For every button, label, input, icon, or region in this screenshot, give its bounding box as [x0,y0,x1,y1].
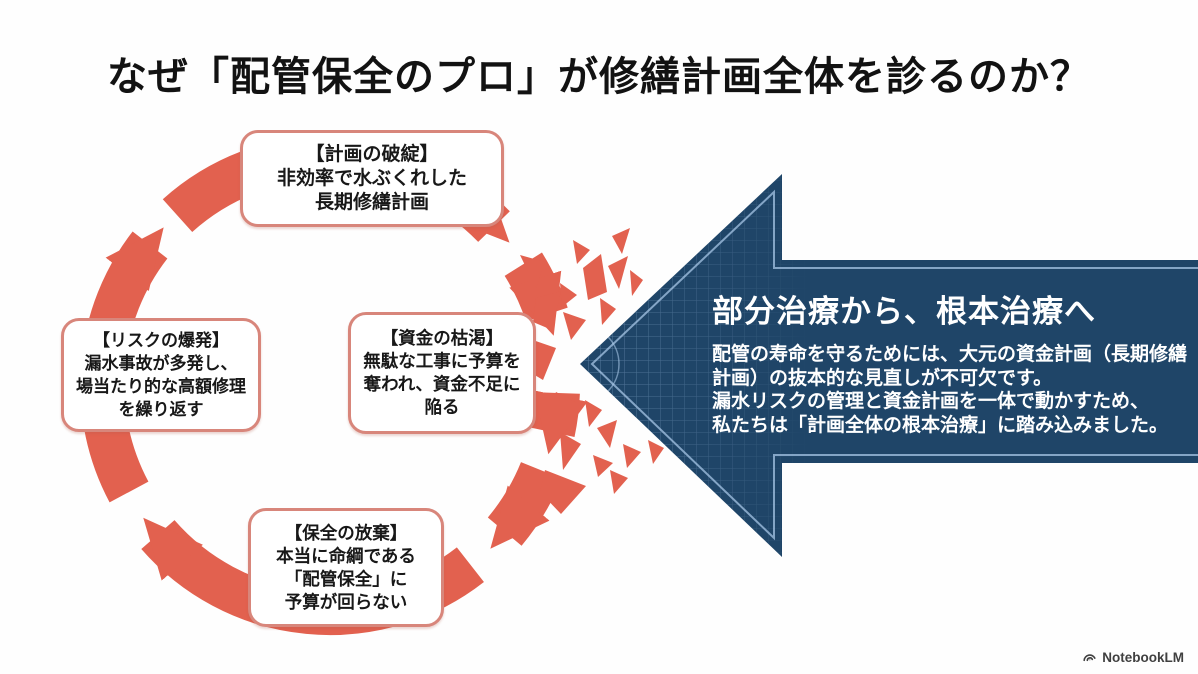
cycle-box-line: 「配管保全」に [284,568,408,589]
arrow-heading: 部分治療から、根本治療へ [712,294,1096,329]
cycle-box-line: 陥る [424,397,460,417]
notebooklm-logo-icon [1083,654,1096,662]
cycle-box-line: 本当に命綱である [276,545,416,566]
cycle-box-title: 【保全の放棄】 [284,522,408,543]
cycle-box-maintenance-abandoned: 【保全の放棄】 本当に命綱である 「配管保全」に 予算が回らない [248,508,444,627]
cycle-box-line: 奪われ、資金不足に [363,374,521,394]
cycle-box-line: 非効率で水ぶくれした [276,167,467,189]
brand-watermark: NotebookLM [1082,650,1184,665]
cycle-box-title: 【計画の破綻】 [305,143,439,165]
cycle-box-risk-explosion: 【リスクの爆発】 漏水事故が多発し、 場当たり的な高額修理 を繰り返す [61,318,261,432]
cycle-box-line: を繰り返す [118,400,204,419]
arrow-body: 配管の寿命を守るためには、大元の資金計画（長期修繕 計画）の抜本的な見直しが不可… [712,343,1192,437]
cycle-box-plan-collapse: 【計画の破綻】 非効率で水ぶくれした 長期修繕計画 [240,130,504,227]
cycle-box-fund-depletion: 【資金の枯渇】 無駄な工事に予算を 奪われ、資金不足に 陥る [348,312,536,434]
cycle-box-title: 【リスクの爆発】 [93,331,229,350]
cycle-box-line: 予算が回らない [284,591,408,612]
arrow-body-line: 漏水リスクの管理と資金計画を一体で動かすため、 [712,391,1150,412]
blueprint-arc [580,324,620,404]
arrow-body-line: 私たちは「計画全体の根本治療」に踏み込みました。 [712,414,1169,436]
arrow-body-line: 計画）の抜本的な見直しが不可欠です。 [712,367,1053,389]
arrow-body-line: 配管の寿命を守るためには、大元の資金計画（長期修繕 [712,344,1188,365]
blue-arrow-inset-line [590,189,1198,541]
cycle-box-title: 【資金の枯渇】 [380,328,504,348]
cycle-box-line: 無駄な工事に予算を [363,351,521,371]
cycle-box-line: 長期修繕計画 [314,191,429,213]
cycle-box-line: 漏水事故が多発し、 [84,354,238,373]
page-title: なぜ「配管保全のプロ」が修繕計画全体を診るのか？ [107,55,1091,99]
brand-label: NotebookLM [1102,650,1184,665]
arrow-message: 部分治療から、根本治療へ 配管の寿命を守るためには、大元の資金計画（長期修繕 計… [712,286,1192,437]
cycle-box-line: 場当たり的な高額修理 [76,377,246,396]
